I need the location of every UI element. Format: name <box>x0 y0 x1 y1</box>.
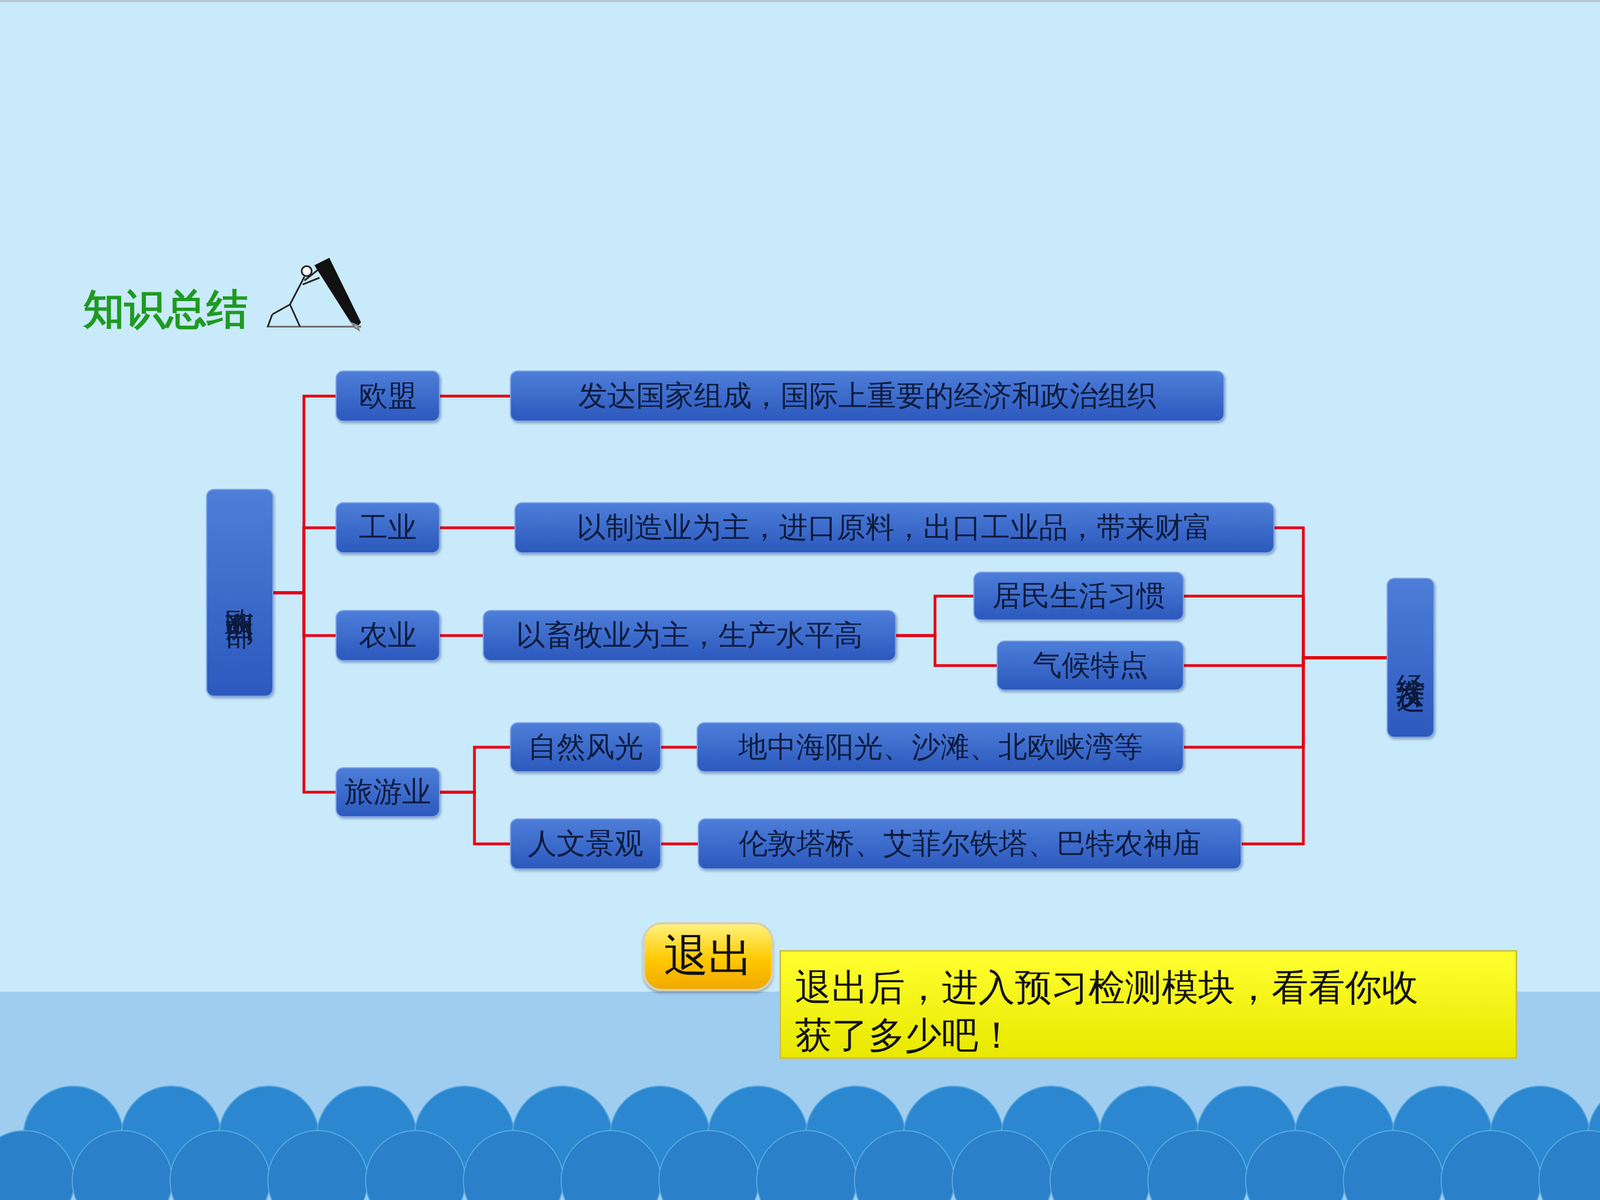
reason-box: 居民生活习惯 <box>973 571 1184 621</box>
connector-line <box>1183 596 1387 658</box>
node-text: 气候特点 <box>1032 646 1149 685</box>
connector-line <box>896 635 997 666</box>
wave-bump <box>1538 1130 1600 1200</box>
node-text: 以畜牧业为主，生产水平高 <box>516 616 863 655</box>
top-rule <box>0 0 1600 3</box>
connector-line <box>661 746 697 749</box>
topic-box: 欧盟 <box>335 370 440 422</box>
connector-line <box>273 396 336 593</box>
wave-bump <box>0 1130 75 1200</box>
node-text: 居民生活习惯 <box>992 576 1166 616</box>
wave-bump <box>365 1130 466 1200</box>
wave-bump <box>1147 1130 1248 1200</box>
reason-box: 气候特点 <box>996 640 1184 691</box>
node-text: 农业 <box>358 616 417 655</box>
wave-bump <box>952 1130 1053 1200</box>
wave-bump <box>1441 1130 1542 1200</box>
connector-line <box>273 592 336 793</box>
node-text: 发达国家组成，国际上重要的经济和政治组织 <box>578 376 1157 416</box>
connector-line <box>440 526 515 530</box>
connector-line <box>1274 527 1387 658</box>
wave-bump <box>1050 1130 1150 1200</box>
detail-box: 以制造业为主，进口原料，出口工业品，带来财富 <box>514 502 1275 554</box>
detail-box: 发达国家组成，国际上重要的经济和政治组织 <box>510 370 1225 422</box>
connector-line <box>440 747 510 793</box>
connector-line <box>896 596 974 636</box>
wave-bump <box>561 1130 662 1200</box>
node-text: 退出后，进入预习检测模块，看看你收获了多少吧！ <box>795 963 1433 1060</box>
node-text: 退出 <box>663 926 753 987</box>
wave-bump <box>170 1130 270 1200</box>
wave-bump <box>267 1130 368 1200</box>
node-text: 以制造业为主，进口原料，出口工业品，带来财富 <box>576 508 1213 548</box>
node-text: 经济发达 <box>1391 651 1430 665</box>
detail-box: 以畜牧业为主，生产水平高 <box>482 610 897 662</box>
exit-button: 退出 <box>642 922 774 992</box>
node-text: 自然风光 <box>527 727 644 767</box>
connector-line <box>440 634 483 638</box>
topic-box: 农业 <box>335 610 440 662</box>
node-text: 地中海阳光、沙滩、北欧峡湾等 <box>738 727 1143 767</box>
detail-box: 地中海阳光、沙滩、北欧峡湾等 <box>696 722 1184 773</box>
wave-bump <box>463 1130 564 1200</box>
topic-box: 旅游业 <box>335 767 440 818</box>
wave-pattern <box>0 1086 1600 1200</box>
result-box: 经济发达 <box>1386 577 1435 738</box>
subtopic-box: 自然风光 <box>510 722 662 773</box>
topic-box: 工业 <box>335 502 440 554</box>
root-box: 欧洲西部 <box>206 488 274 697</box>
wave-bump <box>1343 1130 1444 1200</box>
wave-bump <box>72 1130 173 1200</box>
node-text: 伦敦塔桥、艾菲尔铁塔、巴特农神庙 <box>738 824 1202 864</box>
pen-figure <box>266 258 362 330</box>
node-text: 工业 <box>358 508 417 548</box>
connector-line <box>440 395 510 398</box>
wave-bump <box>658 1130 759 1200</box>
node-text: 人文景观 <box>527 824 644 864</box>
connector-line <box>440 792 510 844</box>
connector-line <box>1241 657 1387 844</box>
node-text: 欧洲西部 <box>220 586 260 600</box>
node-text: 旅游业 <box>344 772 432 812</box>
wave-bump <box>1245 1130 1346 1200</box>
summary-title: 知识总结 <box>83 282 248 338</box>
detail-box: 伦敦塔桥、艾菲尔铁塔、巴特农神庙 <box>697 818 1242 870</box>
wave-bump <box>854 1130 955 1200</box>
hint-callout: 退出后，进入预习检测模块，看看你收获了多少吧！ <box>779 950 1518 1059</box>
node-text: 欧盟 <box>358 376 417 416</box>
connector-line <box>661 842 698 846</box>
connector-line <box>1183 657 1387 748</box>
wave-bump <box>756 1130 857 1200</box>
subtopic-box: 人文景观 <box>510 818 662 870</box>
connector-line <box>273 527 336 593</box>
